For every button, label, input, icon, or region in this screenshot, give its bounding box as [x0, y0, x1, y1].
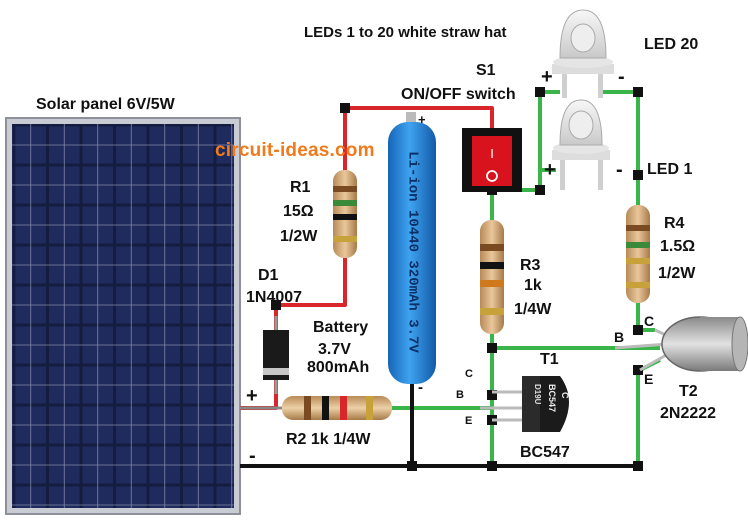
green-dashed-wires — [538, 92, 640, 170]
panel-plus-sign: + — [246, 385, 258, 407]
panel-minus-sign: - — [249, 445, 256, 467]
t2-part: 2N2222 — [660, 405, 717, 422]
led-1-label: LED 1 — [647, 161, 693, 178]
r4-power: 1/2W — [658, 265, 696, 282]
r1-value: 15Ω — [283, 203, 314, 220]
r3-value: 1k — [524, 277, 542, 294]
battery-plus-sign: + — [418, 112, 426, 127]
t1-body-line1: D19U — [533, 384, 542, 405]
t2-pin-c: C — [644, 313, 655, 329]
d1-part: 1N4007 — [246, 289, 303, 306]
led-1 — [552, 99, 610, 190]
solar-panel-label: Solar panel 6V/5W — [36, 96, 175, 113]
s1-desc: ON/OFF switch — [401, 86, 516, 103]
led1-plus-sign: + — [544, 159, 556, 181]
d1-name: D1 — [258, 267, 279, 284]
resistor-r1 — [333, 170, 357, 258]
r4-value: 1.5Ω — [660, 238, 696, 255]
transistor-t2 — [614, 316, 748, 372]
led20-minus-sign: - — [618, 66, 625, 88]
led1-minus-sign: - — [616, 159, 623, 181]
t1-name: T1 — [540, 351, 559, 368]
t1-pin-e: E — [465, 415, 473, 427]
r3-name: R3 — [520, 257, 541, 274]
resistor-r3 — [480, 220, 504, 334]
s1-name: S1 — [476, 62, 496, 79]
resistor-r4 — [626, 205, 650, 303]
t2-pin-b: B — [614, 329, 625, 345]
r1-name: R1 — [290, 179, 311, 196]
battery-minus-sign: - — [418, 379, 423, 396]
watermark: circuit-ideas.com — [215, 140, 375, 161]
r2-label: R2 1k 1/4W — [286, 431, 371, 448]
transistor-t1 — [480, 376, 569, 432]
resistor-r2 — [240, 396, 392, 420]
t1-pin-b: B — [456, 389, 464, 401]
t1-pin-c: C — [465, 368, 473, 380]
battery-name: Battery — [313, 319, 369, 336]
diagram-title: LEDs 1 to 20 white straw hat — [304, 24, 507, 41]
battery-capacity: 800mAh — [307, 359, 370, 376]
diode-d1 — [263, 316, 289, 394]
r1-power: 1/2W — [280, 228, 318, 245]
battery-voltage: 3.7V — [318, 341, 351, 358]
t2-pin-e: E — [644, 371, 654, 387]
t1-body-line3: C — [560, 392, 570, 399]
led20-plus-sign: + — [541, 66, 553, 88]
battery — [388, 112, 436, 384]
svg-text:I: I — [490, 146, 494, 161]
battery-body-text: Li-ion 10440 320mAh 3.7V — [404, 151, 421, 353]
r3-power: 1/4W — [514, 301, 552, 318]
switch-s1: I — [462, 128, 522, 192]
t1-part: BC547 — [520, 444, 570, 461]
solar-panel — [5, 117, 241, 515]
led-20 — [552, 9, 614, 98]
r4-name: R4 — [664, 215, 685, 232]
black-wires — [240, 380, 640, 468]
t1-body-line2: BC547 — [547, 384, 557, 413]
t2-name: T2 — [679, 383, 698, 400]
led-20-label: LED 20 — [644, 36, 699, 53]
